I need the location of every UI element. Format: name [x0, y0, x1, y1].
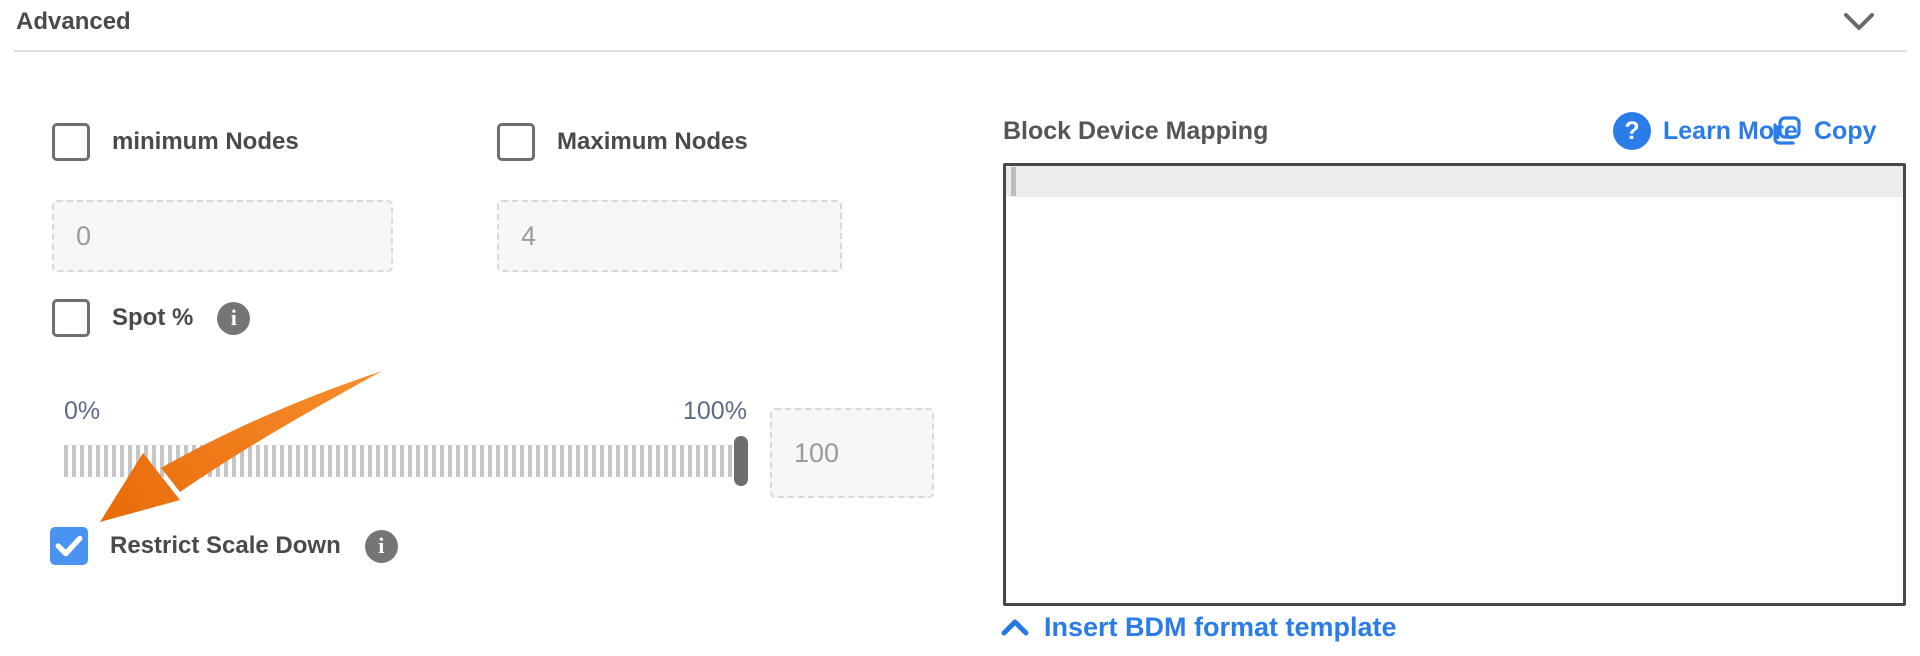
chevron-down-icon[interactable] — [1840, 6, 1878, 36]
slider-min-label: 0% — [64, 397, 101, 425]
maximum-nodes-label: Maximum Nodes — [557, 128, 748, 155]
insert-bdm-template-label: Insert BDM format template — [1044, 612, 1397, 642]
section-title: Advanced — [16, 8, 131, 35]
learn-more-link[interactable]: ? Learn More — [1613, 112, 1798, 150]
minimum-nodes-input[interactable]: 0 — [52, 200, 393, 272]
spot-percent-row: Spot % i — [52, 299, 251, 337]
question-circle-icon: ? — [1613, 112, 1651, 150]
slider-max-label: 100% — [683, 397, 747, 425]
restrict-scale-down-label: Restrict Scale Down — [110, 532, 341, 559]
spot-percent-value-input[interactable]: 100 — [770, 408, 934, 498]
spot-percent-checkbox[interactable] — [52, 299, 90, 337]
spot-percent-label: Spot % — [112, 304, 194, 331]
copy-button[interactable]: Copy — [1770, 114, 1877, 148]
insert-bdm-template-link[interactable]: Insert BDM format template — [1000, 612, 1397, 643]
editor-active-line — [1006, 166, 1903, 197]
minimum-nodes-checkbox[interactable] — [52, 123, 90, 161]
spot-percent-slider[interactable] — [64, 436, 748, 486]
copy-label: Copy — [1814, 116, 1877, 145]
editor-cursor — [1011, 167, 1016, 196]
info-icon[interactable]: i — [217, 301, 251, 335]
maximum-nodes-row: Maximum Nodes — [497, 123, 748, 161]
info-icon[interactable]: i — [364, 529, 398, 563]
maximum-nodes-checkbox[interactable] — [497, 123, 535, 161]
chevron-up-icon — [1001, 619, 1029, 635]
bdm-editor[interactable] — [1003, 163, 1906, 606]
restrict-scale-down-row: Restrict Scale Down i — [50, 527, 398, 565]
maximum-nodes-input[interactable]: 4 — [497, 200, 842, 272]
minimum-nodes-row: minimum Nodes — [52, 123, 299, 161]
minimum-nodes-label: minimum Nodes — [112, 128, 299, 155]
restrict-scale-down-checkbox[interactable] — [50, 527, 88, 565]
bdm-section-title: Block Device Mapping — [1003, 117, 1269, 145]
copy-icon — [1773, 116, 1801, 145]
slider-handle[interactable] — [734, 436, 748, 486]
divider — [14, 50, 1907, 52]
